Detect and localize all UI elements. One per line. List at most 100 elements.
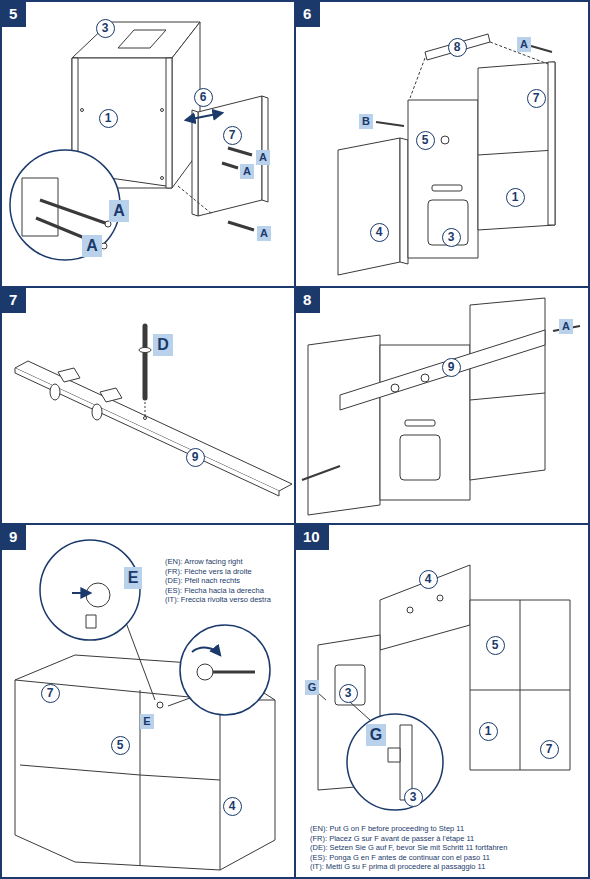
part-letter: A xyxy=(82,235,102,257)
step5-drawing xyxy=(166,58,172,188)
step9-drawing xyxy=(192,648,220,655)
step6-drawing xyxy=(428,200,468,245)
callout-text: 3 xyxy=(448,231,455,243)
step7-drawing xyxy=(100,388,122,402)
step5-drawing xyxy=(118,30,166,48)
step-number: 9 xyxy=(2,525,26,550)
step10-drawing xyxy=(318,565,570,810)
step-number: 8 xyxy=(296,288,320,313)
step9-drawing xyxy=(180,625,270,715)
callout-number: 4 xyxy=(419,570,438,589)
step7-drawing xyxy=(143,326,148,398)
step10-drawing xyxy=(470,600,570,770)
callout-number: 5 xyxy=(111,736,130,755)
part-letter: A xyxy=(559,319,573,334)
callout-text: A xyxy=(562,321,570,332)
callout-text: 7 xyxy=(533,92,540,104)
callout-number: 9 xyxy=(442,358,461,377)
callout-text: 1 xyxy=(485,725,492,737)
step5-drawing xyxy=(22,178,58,236)
step8-drawing xyxy=(421,374,429,382)
step8-drawing xyxy=(302,298,580,515)
step8-drawing xyxy=(340,330,545,410)
step5-drawing xyxy=(40,200,108,224)
step9-drawing xyxy=(197,664,213,680)
step5-drawing xyxy=(110,178,166,186)
callout-text: 9 xyxy=(448,361,455,373)
step-panel: 68AB57431 xyxy=(294,0,590,288)
part-letter: A xyxy=(109,200,129,222)
part-letter: E xyxy=(124,567,143,589)
step6-drawing xyxy=(548,62,555,225)
callout-number: 3 xyxy=(339,684,358,703)
callout-text: A xyxy=(520,39,528,50)
callout-text: A xyxy=(259,152,267,163)
callout-text: D xyxy=(157,337,169,353)
instruction-note: (IT): Freccia rivolta verso destra xyxy=(165,595,271,605)
step6-drawing xyxy=(400,138,408,264)
part-letter: A xyxy=(517,37,531,52)
callout-text: 3 xyxy=(102,22,109,34)
step9-drawing xyxy=(125,620,155,700)
step8-drawing xyxy=(400,435,440,480)
step7-drawing xyxy=(145,402,146,416)
instruction-note: (EN): Arrow facing right xyxy=(165,557,243,567)
step9-drawing xyxy=(168,698,190,706)
step9-drawing xyxy=(86,615,96,628)
step8-drawing xyxy=(391,384,399,392)
step5-drawing xyxy=(186,113,222,120)
callout-text: A xyxy=(243,166,251,177)
step6-drawing xyxy=(408,100,478,258)
step-panel: 9E75E4 xyxy=(0,523,296,879)
part-letter: B xyxy=(359,114,373,129)
callout-number: 4 xyxy=(370,223,389,242)
step7-drawing xyxy=(15,361,292,491)
callout-text: 8 xyxy=(454,41,461,53)
instruction-note: (FR): Placez G sur F avant de passer à l… xyxy=(310,834,474,844)
callout-text: 7 xyxy=(229,129,236,141)
step10-drawing xyxy=(407,607,413,613)
step-panel: 53167AAAAA xyxy=(0,0,296,288)
step6-drawing xyxy=(376,122,404,126)
step-panel: 8 9 A xyxy=(294,286,590,525)
callout-text: 5 xyxy=(422,134,429,146)
callout-number: 1 xyxy=(479,722,498,741)
step5-drawing xyxy=(222,163,238,168)
part-letter: A xyxy=(257,226,271,241)
step6-drawing xyxy=(338,138,400,275)
callout-text: 4 xyxy=(425,573,432,585)
instruction-note: (DE): Setzen Sie G auf F, bevor Sie mit … xyxy=(310,843,507,853)
callout-text: A xyxy=(113,203,125,219)
step7-drawing xyxy=(58,368,80,382)
callout-text: 9 xyxy=(192,451,199,463)
step8-drawing xyxy=(405,420,435,426)
step6-drawing xyxy=(531,46,552,52)
step10-drawing xyxy=(335,665,365,705)
callout-number: 5 xyxy=(416,131,435,150)
step5-drawing xyxy=(10,150,120,260)
callout-text: 1 xyxy=(105,112,112,124)
step5-drawing xyxy=(10,22,268,260)
part-letter: G xyxy=(305,680,320,695)
callout-text: A xyxy=(260,228,268,239)
step9-drawing xyxy=(86,583,110,607)
callout-number: 7 xyxy=(223,126,242,145)
step8-drawing xyxy=(302,466,340,480)
callout-number: 9 xyxy=(186,448,205,467)
step5-drawing xyxy=(161,109,164,112)
step7-drawing xyxy=(50,384,60,400)
step9-drawing xyxy=(157,702,163,708)
step-number: 10 xyxy=(296,525,329,550)
step9-drawing xyxy=(15,540,275,870)
callout-text: 7 xyxy=(47,687,54,699)
callout-number: 7 xyxy=(41,684,60,703)
callout-number: 1 xyxy=(99,109,118,128)
callout-text: 6 xyxy=(200,91,207,103)
step5-drawing xyxy=(101,243,107,249)
instruction-note: (ES): Flecha hacia la derecha xyxy=(165,586,264,596)
callout-text: 1 xyxy=(512,191,519,203)
step7-drawing xyxy=(139,348,151,353)
step6-drawing xyxy=(441,136,449,144)
callout-number: 3 xyxy=(96,19,115,38)
